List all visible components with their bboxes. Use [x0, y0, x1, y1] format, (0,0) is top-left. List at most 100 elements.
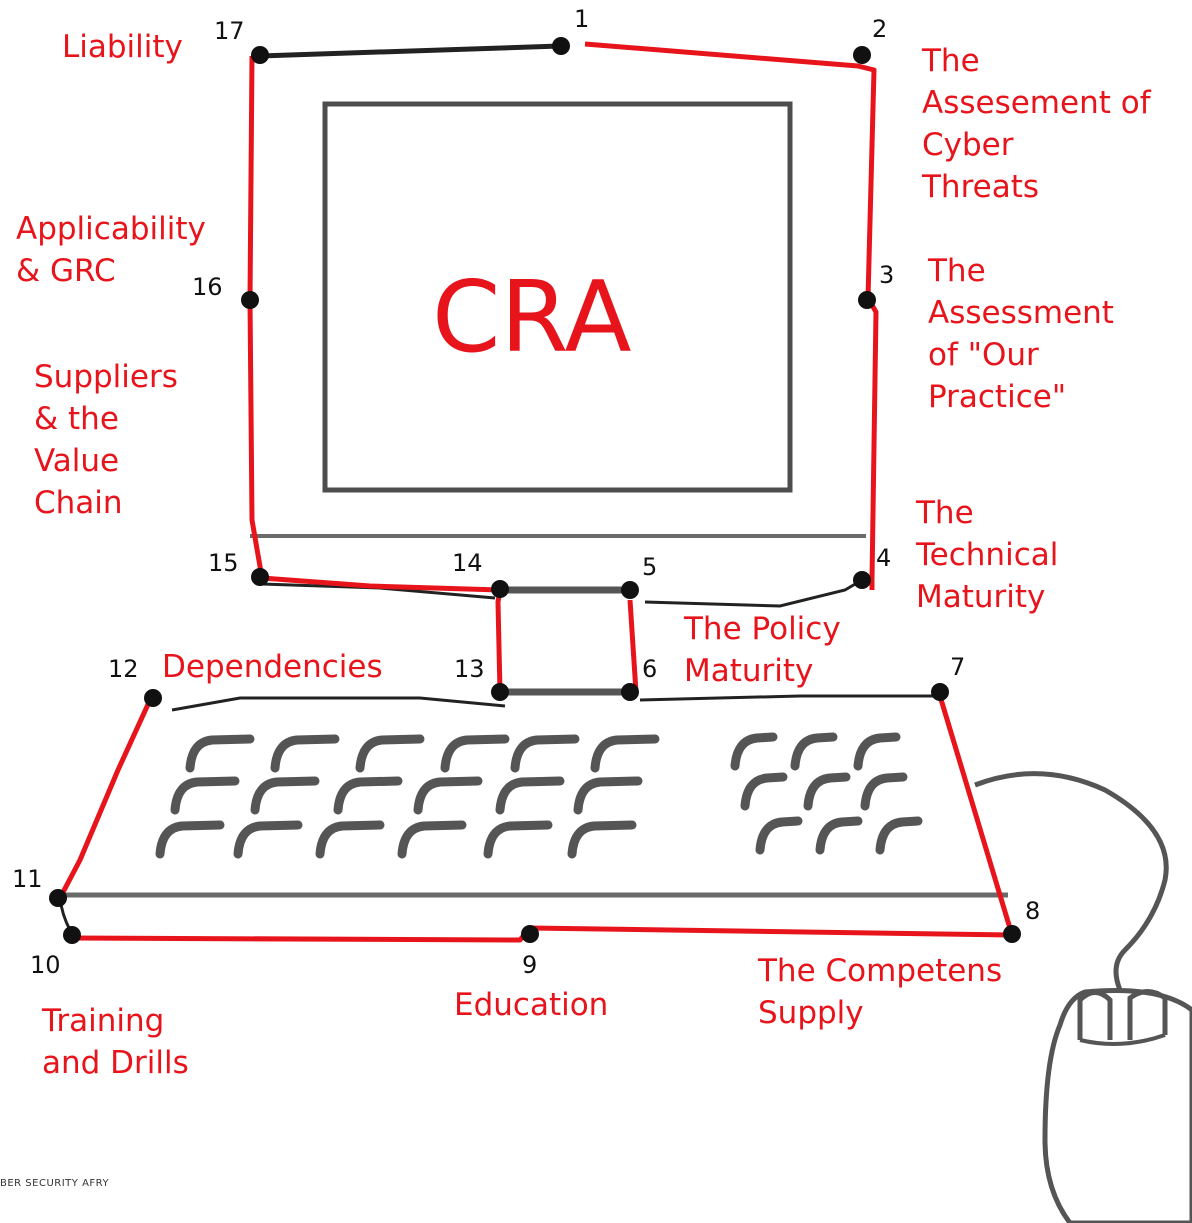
label-line: Maturity [684, 653, 814, 689]
keyboard-key [440, 734, 510, 773]
sketch-keyboard-top-right [639, 694, 940, 702]
point-number-16: 16 [192, 273, 223, 301]
dot-5 [621, 581, 639, 599]
label-line: Practice" [928, 379, 1067, 415]
dot-3 [858, 291, 876, 309]
point-number-8: 8 [1025, 897, 1041, 925]
dot-13 [491, 683, 509, 701]
point-number-12: 12 [108, 655, 139, 683]
sketch-stand-right [644, 578, 863, 608]
point-number-17: 17 [214, 17, 245, 45]
keyboard-key [397, 820, 467, 859]
keyboard-key [790, 732, 838, 771]
label-line: Technical [916, 537, 1059, 573]
keyboard-key [170, 776, 240, 815]
label-our-practice: The Assessment of "Our Practice" [928, 250, 1114, 418]
label-line: Maturity [916, 579, 1046, 615]
point-number-11: 11 [12, 865, 43, 893]
keyboard-key [853, 732, 901, 771]
label-line: & GRC [16, 253, 116, 289]
dot-7 [931, 683, 949, 701]
point-number-4: 4 [876, 544, 892, 572]
keyboard-key [860, 772, 908, 811]
keyboard-key [755, 816, 803, 855]
label-assessment-threats: The Assesement of Cyber Threats [922, 40, 1151, 208]
label-line: Value [34, 443, 120, 479]
label-line: of "Our [928, 337, 1039, 373]
keyboard-keys [155, 732, 923, 859]
point-number-15: 15 [208, 549, 239, 577]
keyboard-key [355, 734, 425, 773]
label-line: The [928, 253, 986, 289]
dot-6 [621, 683, 639, 701]
label-education: Education [454, 987, 609, 1023]
keyboard-key [185, 734, 255, 773]
footer-text: BER SECURITY AFRY [0, 1178, 110, 1189]
keyboard-key [567, 820, 637, 859]
keyboard-key [250, 776, 320, 815]
keyboard-key [413, 776, 483, 815]
keyboard-key [740, 772, 788, 811]
sketch-keyboard-top-left [171, 696, 506, 712]
keyboard-key [875, 816, 923, 855]
label-line: Training [42, 1003, 165, 1039]
keyboard-key [315, 820, 385, 859]
dot-2 [853, 46, 871, 64]
keyboard-key [483, 820, 553, 859]
monitor-screen [322, 101, 793, 493]
label-training: Training and Drills [42, 1000, 189, 1084]
point-number-10: 10 [30, 951, 61, 979]
label-line: Suppliers [34, 359, 178, 395]
label-line: Threats [922, 169, 1040, 205]
point-number-7: 7 [950, 653, 966, 681]
point-number-9: 9 [522, 951, 538, 979]
keyboard-key [590, 734, 660, 773]
keyboard-key [495, 776, 565, 815]
label-competens-supply: The Competens Supply [758, 950, 1002, 1034]
label-line: Cyber [922, 127, 1014, 163]
label-line: and Drills [42, 1045, 189, 1081]
dot-15 [251, 568, 269, 586]
label-policy-maturity: The Policy Maturity [684, 608, 841, 692]
label-line: Chain [34, 485, 123, 521]
keyboard-key [803, 772, 851, 811]
label-line: The Competens [758, 953, 1003, 989]
label-line: Supply [758, 995, 864, 1031]
label-line: The [922, 43, 980, 79]
point-number-3: 3 [879, 261, 895, 289]
keyboard-key [155, 820, 225, 859]
label-line: & the [34, 401, 119, 437]
point-number-6: 6 [642, 655, 658, 683]
point-number-1: 1 [574, 5, 590, 33]
label-suppliers: Suppliers & the Value Chain [34, 356, 178, 524]
point-number-2: 2 [872, 15, 888, 43]
dot-11 [49, 889, 67, 907]
keyboard-key [333, 776, 403, 815]
keyboard-key [573, 776, 643, 815]
mouse-button-left [1077, 990, 1113, 1040]
label-liability: Liability [62, 29, 183, 65]
dot-16 [241, 291, 259, 309]
label-line: The Policy [684, 611, 841, 647]
label-applicability: Applicability & GRC [16, 208, 206, 292]
keyboard-key [270, 734, 340, 773]
dot-10 [63, 926, 81, 944]
label-line: Assessment [928, 295, 1114, 331]
keyboard-key [510, 734, 580, 773]
label-dependencies: Dependencies [162, 649, 383, 685]
dot-9 [521, 925, 539, 943]
sketch-top-left [259, 43, 561, 59]
keyboard-key [815, 816, 863, 855]
dot-14 [491, 580, 509, 598]
label-line: The [916, 495, 974, 531]
keyboard-key [233, 820, 303, 859]
center-title: CRA [432, 261, 632, 375]
point-number-5: 5 [642, 553, 658, 581]
dot-1 [552, 37, 570, 55]
keyboard-key [730, 732, 778, 771]
label-technical-maturity: The Technical Maturity [916, 492, 1058, 618]
mouse-cable [974, 771, 1169, 991]
dot-8 [1003, 925, 1021, 943]
dot-17 [251, 46, 269, 64]
label-line: Applicability [16, 211, 206, 247]
